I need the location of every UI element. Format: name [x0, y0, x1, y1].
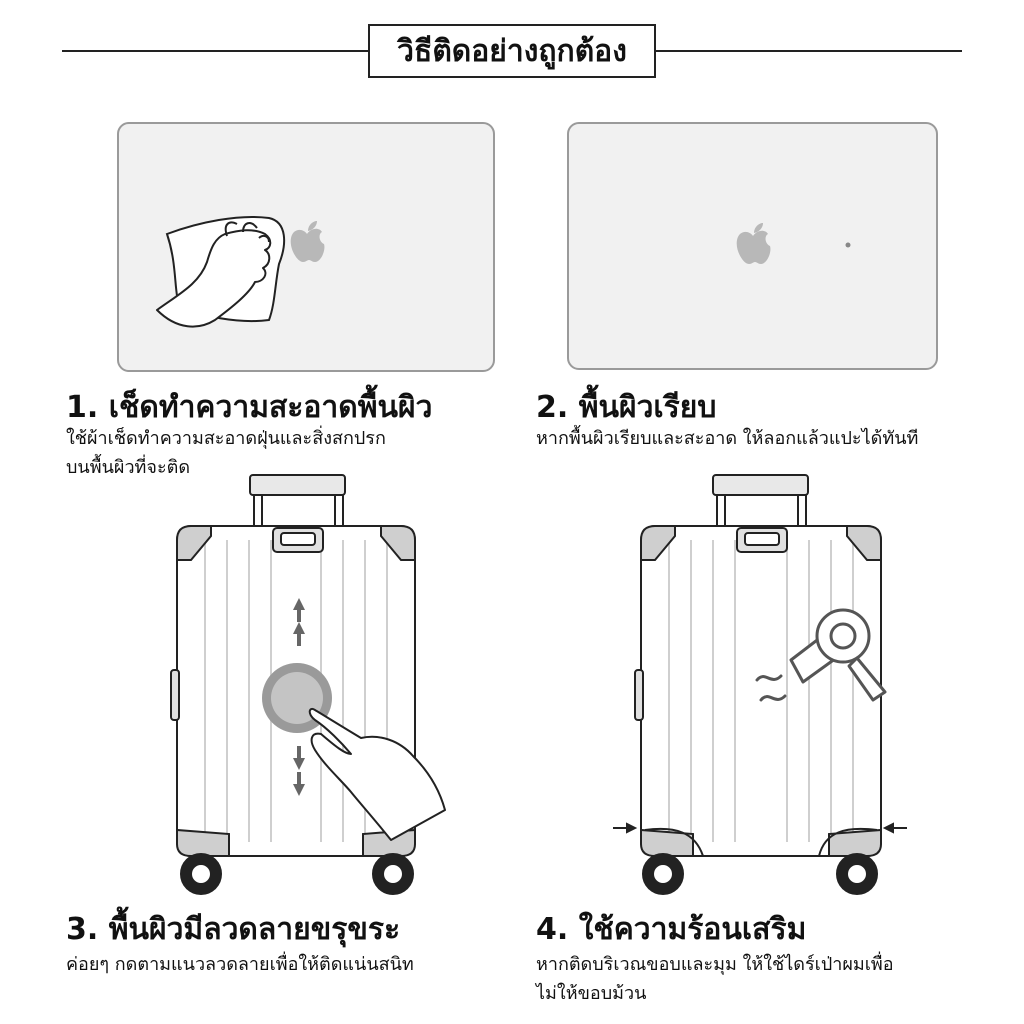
step3-title: 3. พื้นผิวมีลวดลายขรุขระ — [66, 912, 401, 947]
step1-laptop-panel — [117, 122, 495, 372]
step3-desc-line1: ค่อยๆ กดตามแนวลวดลายเพื่อให้ติดแน่นสนิท — [66, 954, 414, 975]
step3-suitcase-illustration — [165, 470, 455, 900]
suitcase-icon — [634, 474, 882, 895]
apple-logo-icon — [290, 221, 325, 262]
hand-icon — [308, 708, 446, 841]
step1-desc-line2: บนพื้นผิวที่จะติด — [66, 457, 191, 478]
hair-dryer-icon — [789, 608, 887, 702]
step4-suitcase-illustration — [605, 470, 915, 900]
apple-logo-icon — [736, 223, 771, 264]
step4-title: 4. ใช้ความร้อนเสริม — [536, 912, 807, 947]
step1-title: 1. เช็ดทำความสะอาดพื้นผิว — [66, 390, 433, 425]
step4-desc-line1: หากติดบริเวณขอบและมุม ให้ใช้ไดร์เป่าผมเพ… — [536, 954, 894, 975]
step4-desc-line2: ไม่ให้ขอบม้วน — [536, 983, 647, 1004]
step2-desc: หากพื้นผิวเรียบและสะอาด ให้ลอกแล้วแปะได้… — [536, 424, 918, 453]
step3-desc: ค่อยๆ กดตามแนวลวดลายเพื่อให้ติดแน่นสนิท — [66, 950, 414, 979]
arrow-left-icon — [882, 822, 907, 834]
arrow-down-icon — [293, 746, 305, 796]
step1-desc: ใช้ผ้าเช็ดทำความสะอาดฝุ่นและสิ่งสกปรก บน… — [66, 424, 386, 482]
page-title: วิธีติดอย่างถูกต้อง — [368, 24, 656, 78]
camera-dot — [845, 242, 851, 248]
step2-desc-line1: หากพื้นผิวเรียบและสะอาด ให้ลอกแล้วแปะได้… — [536, 428, 919, 449]
hand-icon — [156, 221, 272, 328]
step2-laptop-panel — [567, 122, 938, 370]
step1-desc-line1: ใช้ผ้าเช็ดทำความสะอาดฝุ่นและสิ่งสกปรก — [66, 428, 386, 449]
step2-title: 2. พื้นผิวเรียบ — [536, 390, 717, 425]
arrow-right-icon — [613, 822, 638, 834]
arrow-up-icon — [293, 598, 305, 646]
header-rule-right — [656, 50, 962, 52]
heat-wave-icon — [755, 674, 787, 702]
header-rule-left — [62, 50, 368, 52]
step4-desc: หากติดบริเวณขอบและมุม ให้ใช้ไดร์เป่าผมเพ… — [536, 950, 894, 1008]
